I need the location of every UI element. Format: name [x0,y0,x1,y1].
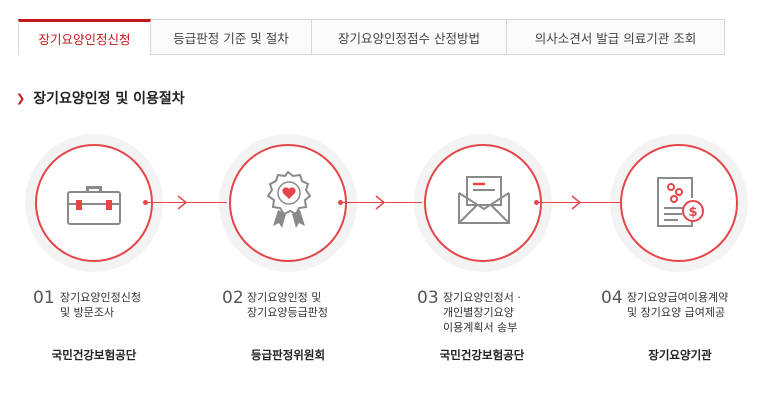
step-2-organization: 등급판정위원회 [250,348,326,362]
connector-dot [338,200,343,205]
award-ribbon-icon [266,170,312,228]
tab-medical-institution-search[interactable]: 의사소견서 발급 의료기관 조회 [507,19,725,55]
connector-dot [143,200,148,205]
step-4-description: 장기요양급여이용계약 및 장기요양 급여제공 [627,291,729,319]
step-3-number: 03 [417,288,439,308]
step-3-circle [424,144,542,262]
connector-line [342,202,422,203]
step-2-description: 장기요양인정 및 장기요양등급판정 [247,291,328,319]
tab-bar: 장기요양인정신청 등급판정 기준 및 절차 장기요양인정점수 산정방법 의사소견… [18,19,725,55]
chevron-right-icon: ❯ [16,91,26,105]
step-4-organization: 장기요양기관 [648,348,712,362]
step-3-description: 장기요양인정서 · 개인별장기요양 이용계획서 송부 [443,291,521,334]
envelope-icon [458,176,510,224]
briefcase-icon [67,186,121,225]
step-1-number: 01 [33,288,55,308]
step-1-description: 장기요양인정신청 및 방문조사 [60,291,141,319]
document-cost-icon: $ [657,177,704,227]
step-3-organization: 국민건강보험공단 [439,348,525,362]
tab-score-method[interactable]: 장기요양인정점수 산정방법 [312,19,507,55]
section-title: 장기요양인정 및 이용절차 [33,91,185,107]
step-4-number: 04 [601,288,623,308]
svg-text:$: $ [688,205,697,220]
section-heading: ❯ 장기요양인정 및 이용절차 [16,88,185,108]
connector-dot [534,200,539,205]
tab-grading-criteria[interactable]: 등급판정 기준 및 절차 [151,19,312,55]
arrow-right-icon [375,195,386,210]
arrow-right-icon [177,195,188,210]
step-2-number: 02 [222,288,244,308]
step-2-circle [229,144,347,262]
arrow-right-icon [571,195,582,210]
step-4-circle [620,144,738,262]
step-1-organization: 국민건강보험공단 [51,348,137,362]
tab-application[interactable]: 장기요양인정신청 [18,19,151,55]
